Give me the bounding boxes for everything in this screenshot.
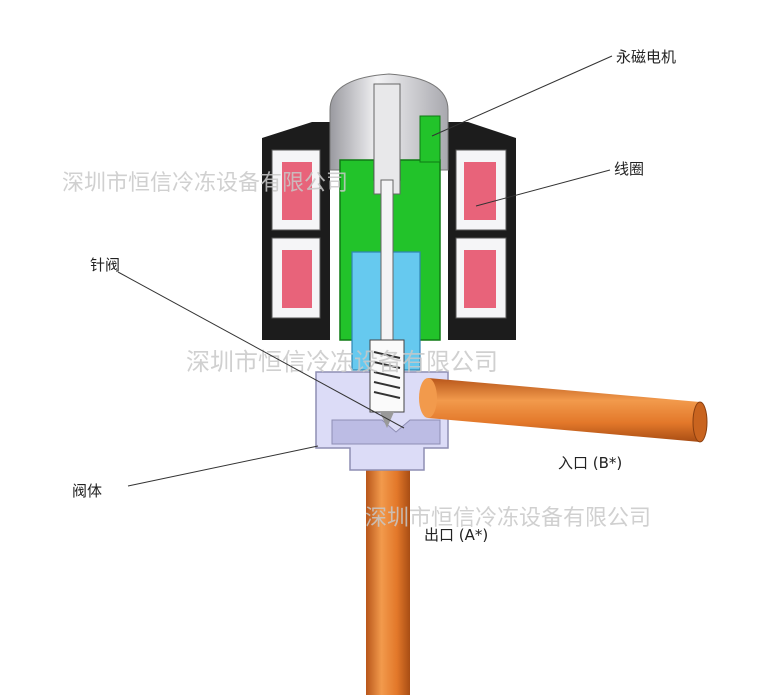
inlet-pipe <box>419 378 708 443</box>
label-needle: 针阀 <box>90 256 120 274</box>
coil-winding <box>282 162 496 308</box>
label-body: 阀体 <box>72 482 102 500</box>
needle-valve <box>369 83 405 428</box>
watermark-3: 深圳市恒信冷冻设备有限公司 <box>365 506 651 531</box>
watermark-2: 深圳市恒信冷冻设备有限公司 <box>186 348 498 376</box>
leader-lines <box>117 55 613 487</box>
label-inlet: 入口 (B*) <box>558 454 622 472</box>
label-motor: 永磁电机 <box>616 48 676 66</box>
outlet-pipe <box>366 455 410 695</box>
watermark-1: 深圳市恒信冷冻设备有限公司 <box>62 171 348 196</box>
label-outlet: 出口 (A*) <box>424 526 488 544</box>
label-coil: 线圈 <box>614 160 644 178</box>
valve-body <box>315 371 449 471</box>
